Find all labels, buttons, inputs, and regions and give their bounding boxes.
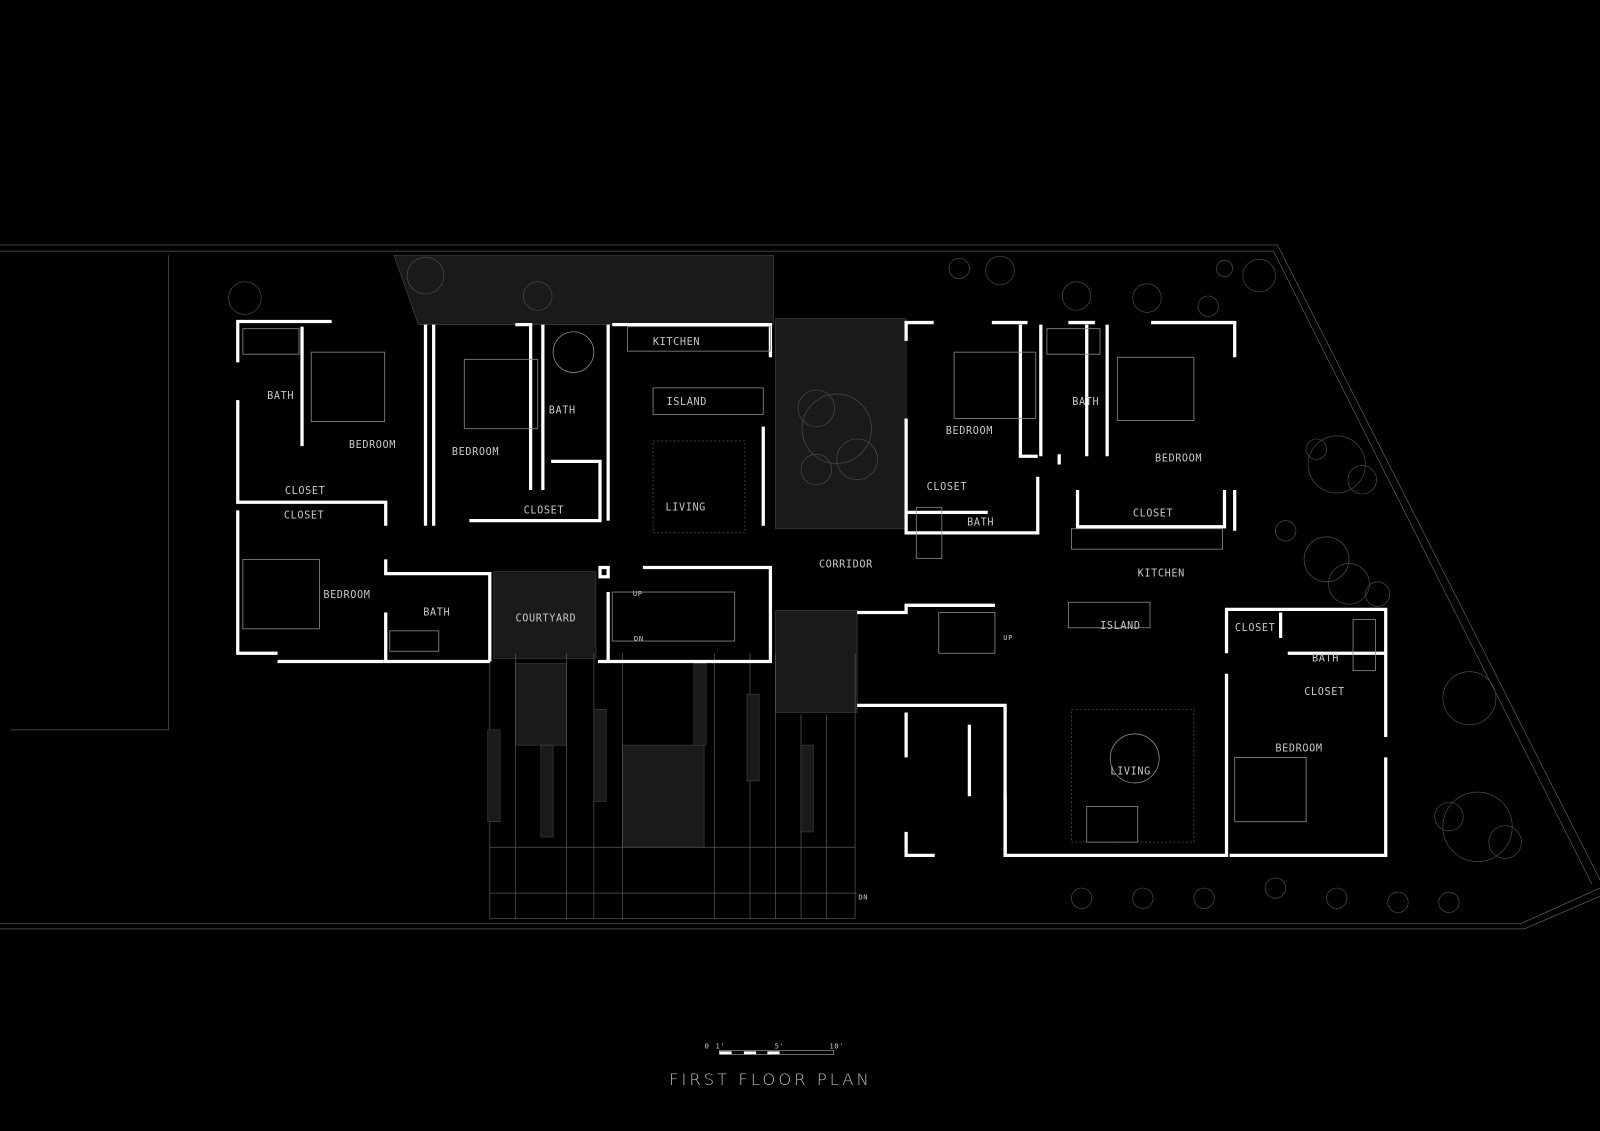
scale-tick: 10': [829, 1041, 844, 1050]
room-label: BATH: [1312, 653, 1339, 664]
room-label: LIVING: [1110, 767, 1150, 778]
room-label: KITCHEN: [653, 337, 700, 348]
room-label: CLOSET: [524, 505, 564, 516]
room-label: LIVING: [665, 502, 705, 513]
room-label: CLOSET: [285, 486, 325, 497]
room-label: BEDROOM: [349, 440, 396, 451]
stair-down-label: DN: [634, 634, 644, 643]
corridor-label: CORRIDOR: [819, 560, 873, 571]
room-label: BATH: [1072, 397, 1099, 408]
scale-tick: 0: [705, 1041, 710, 1050]
room-label: KITCHEN: [1138, 569, 1185, 580]
scale-tick: 1': [716, 1041, 726, 1050]
room-label: BEDROOM: [946, 426, 993, 437]
room-label: BATH: [967, 518, 994, 529]
room-label: CLOSET: [1133, 509, 1173, 520]
scale-tick: 5': [775, 1041, 785, 1050]
room-label: CLOSET: [1304, 687, 1344, 698]
drawing-title: FIRST FLOOR PLAN: [669, 1070, 872, 1089]
room-label: CLOSET: [284, 511, 324, 522]
room-label: BEDROOM: [1155, 453, 1202, 464]
right-unit-labels: BEDROOM BATH BEDROOM CLOSET CLOSET BATH …: [858, 397, 1344, 901]
right-unit-walls: [857, 320, 1388, 858]
room-label: BEDROOM: [1275, 743, 1322, 754]
scale-bar: 0 1' 5' 10': [705, 1041, 844, 1055]
left-unit-walls: [236, 319, 773, 664]
room-label: CLOSET: [927, 482, 967, 493]
room-label: BEDROOM: [323, 590, 370, 601]
room-label: BATH: [549, 405, 576, 416]
room-label: COURTYARD: [516, 614, 577, 625]
room-label: ISLAND: [666, 397, 706, 408]
entry-stair-down-label: DN: [858, 892, 868, 901]
furniture: [242, 326, 1376, 843]
room-label: BEDROOM: [452, 447, 499, 458]
stair-up-label: UP: [633, 589, 643, 598]
room-label: ISLAND: [1100, 621, 1140, 632]
room-label: BATH: [267, 391, 294, 402]
stair-up-label: UP: [1003, 633, 1013, 642]
room-label: BATH: [423, 608, 450, 619]
site-boundary: [0, 244, 1600, 930]
landscape: [228, 254, 1522, 920]
left-unit-labels: BATH BEDROOM BEDROOM BATH KITCHEN ISLAND…: [267, 337, 873, 643]
room-label: CLOSET: [1235, 623, 1275, 634]
